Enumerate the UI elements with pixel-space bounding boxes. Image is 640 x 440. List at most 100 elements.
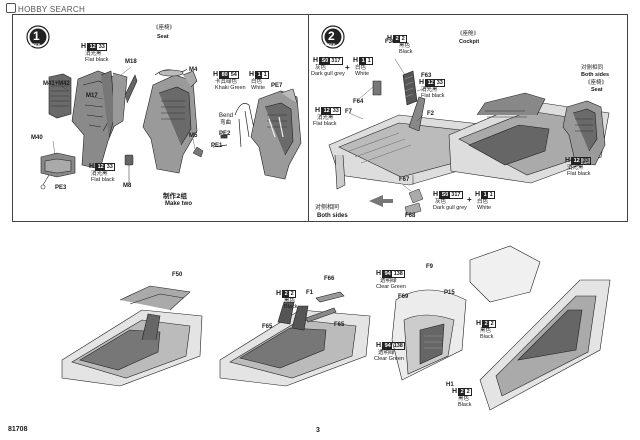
lower-right-black-1-cn: 黑色 bbox=[480, 328, 492, 334]
cockpit-seat-drawing bbox=[562, 100, 606, 166]
part-label-f30: F30 bbox=[385, 39, 396, 45]
color-letter: H bbox=[276, 290, 282, 297]
step-2-title-cn: 《座舱》 bbox=[457, 31, 480, 37]
step-1-white-en: White bbox=[251, 85, 266, 91]
both-sides-cn: 对侧相同 bbox=[315, 204, 340, 211]
step-1-color-en: Flat black bbox=[85, 57, 109, 63]
lower-right-black-2-cn: 黑色 bbox=[458, 396, 470, 402]
assembled-cockpit-drawing bbox=[448, 92, 610, 184]
color-number: 12 bbox=[88, 43, 98, 50]
hobby-search-logo-icon bbox=[6, 3, 16, 13]
color-letter: H bbox=[387, 35, 393, 42]
step-2-gull-en: Dark gull grey bbox=[311, 71, 345, 77]
color-code: 1 bbox=[489, 191, 493, 198]
assembly-arrow-icon bbox=[369, 195, 393, 207]
color-letter: H bbox=[89, 163, 95, 170]
pedal-part-drawing bbox=[404, 175, 424, 216]
step-2-flat-2-en: Flat black bbox=[313, 121, 337, 127]
part-label-h1: H1 bbox=[446, 382, 454, 388]
step-2-gull-2-en: Dark gull grey bbox=[433, 205, 467, 211]
color-letter: H bbox=[565, 157, 571, 164]
part-label-f65-b: F65 bbox=[334, 322, 345, 328]
step-1-drawing bbox=[26, 25, 302, 190]
part-label-m17: M17 bbox=[86, 93, 98, 99]
part-label-m18: M18 bbox=[125, 59, 137, 65]
both-sides-en: Both sides bbox=[317, 213, 348, 219]
color-number: 1 bbox=[482, 191, 489, 198]
color-letter: H bbox=[452, 388, 458, 395]
watermark-text: HOBBY SEARCH bbox=[18, 5, 86, 14]
lower-mid-cockpit-drawing bbox=[219, 291, 371, 387]
step-1-khaki-en: Khaki Green bbox=[215, 85, 246, 91]
color-code: 138 bbox=[393, 342, 403, 349]
step-2-panel: 2 STEP 《座舱》 Cockpit 对侧相同 Both sides 《座椅》… bbox=[308, 14, 628, 222]
color-code: 2 bbox=[490, 320, 494, 327]
part-label-m40: M40 bbox=[31, 135, 43, 141]
part-label-pe7: PE7 bbox=[271, 83, 283, 89]
step-2-black-cn: 黑色 bbox=[399, 43, 411, 49]
color-number: 94 bbox=[383, 342, 393, 349]
step-2-seat-cn: 《座椅》 bbox=[585, 80, 608, 86]
color-number: 12 bbox=[572, 157, 582, 164]
color-number: 12 bbox=[96, 163, 106, 170]
part-m8-drawing bbox=[124, 154, 134, 185]
color-number: 2 bbox=[483, 320, 490, 327]
lower-mid-black-en: Black bbox=[284, 304, 298, 310]
step-2-gull-2-cn: 灰色 bbox=[435, 199, 447, 205]
color-letter: H bbox=[475, 191, 481, 198]
step-2-white-2-cn: 白色 bbox=[477, 199, 489, 205]
color-number: 2 bbox=[459, 388, 466, 395]
step-2-plus: + bbox=[345, 63, 350, 72]
color-number: 2 bbox=[283, 290, 290, 297]
color-number: 80 bbox=[220, 71, 230, 78]
part-label-f69: F69 bbox=[398, 294, 409, 300]
color-number: 1 bbox=[360, 57, 367, 64]
part-label-pe1: PE1 bbox=[211, 143, 223, 149]
bend-label-cn: 弯曲 bbox=[220, 120, 232, 126]
step-2-flat-1-en: Flat black bbox=[421, 93, 445, 99]
step-2-step-label: STEP bbox=[325, 42, 336, 47]
part-label-m41-m42: M41+M42 bbox=[43, 81, 70, 87]
color-letter: H bbox=[476, 320, 482, 327]
part-label-f64: F64 bbox=[353, 99, 364, 105]
step-2-flat-1-cn: 消光黑 bbox=[421, 87, 438, 93]
bend-label-en: Bend bbox=[219, 113, 234, 119]
lower-left-cockpit-drawing bbox=[61, 285, 203, 387]
clear-green-1-en: Clear Green bbox=[376, 284, 406, 290]
part-label-p15: P15 bbox=[444, 290, 455, 296]
step-1-title-cn: 《座椅》 bbox=[153, 25, 176, 31]
color-letter: H bbox=[419, 79, 425, 86]
color-code: 33 bbox=[332, 107, 339, 114]
clear-green-2-en: Clear Green bbox=[374, 356, 404, 362]
part-label-f65-a: F65 bbox=[262, 324, 273, 330]
part-label-f67: F67 bbox=[399, 177, 410, 183]
color-letter: H bbox=[376, 342, 382, 349]
part-label-m5: M5 bbox=[189, 133, 198, 139]
step-2-drawing bbox=[321, 25, 610, 216]
step-2-flat-2-cn: 消光黑 bbox=[317, 115, 334, 121]
step-1-color-cn: 消光黑 bbox=[85, 51, 102, 57]
seat-with-belts-drawing bbox=[250, 88, 302, 180]
step-1-title-en: Seat bbox=[157, 34, 169, 40]
photo-etch-belts-drawing bbox=[212, 103, 256, 148]
step-1-lower-color-cn: 消光黑 bbox=[91, 171, 108, 177]
color-code: 2 bbox=[466, 388, 470, 395]
color-number: 12 bbox=[426, 79, 436, 86]
color-code: 317 bbox=[331, 57, 341, 64]
product-code: 81708 bbox=[8, 426, 28, 433]
color-letter: H bbox=[213, 71, 219, 78]
color-code: 138 bbox=[393, 270, 403, 277]
color-letter: H bbox=[376, 270, 382, 277]
seat-frame-exploded-drawing bbox=[71, 70, 138, 170]
part-label-f66: F66 bbox=[324, 276, 335, 282]
